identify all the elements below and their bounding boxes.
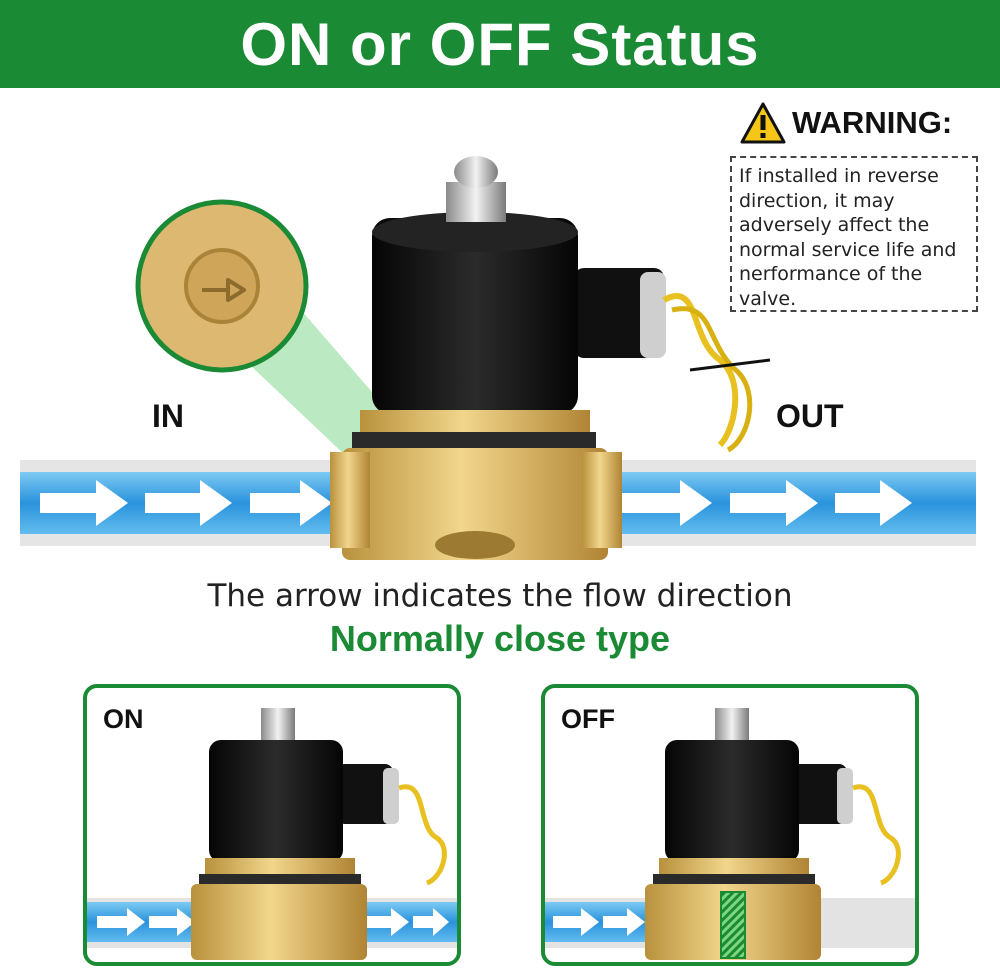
on-valve-illustration [87, 708, 457, 960]
off-valve-illustration [545, 708, 915, 960]
on-panel: ON [83, 684, 461, 966]
main-valve-illustration [20, 156, 976, 560]
off-panel: OFF [541, 684, 919, 966]
flow-direction-caption: The arrow indicates the flow direction [207, 578, 793, 614]
header-banner: ON or OFF Status [0, 0, 1000, 88]
page-title: ON or OFF Status [240, 10, 760, 78]
warning-header: WARNING: [740, 102, 952, 144]
flow-arrow-icon [40, 480, 912, 526]
valve-type-caption: Normally close type [329, 618, 671, 659]
direction-arrow-icon [202, 278, 246, 302]
warning-text: If installed in reverse direction, it ma… [730, 156, 978, 312]
out-label: OUT [776, 398, 844, 434]
in-label: IN [152, 398, 184, 434]
off-label: OFF [561, 704, 615, 734]
closed-valve-seal [720, 891, 746, 959]
on-label: ON [103, 704, 144, 734]
warning-triangle-icon [740, 102, 786, 144]
warning-heading: WARNING: [792, 105, 953, 140]
